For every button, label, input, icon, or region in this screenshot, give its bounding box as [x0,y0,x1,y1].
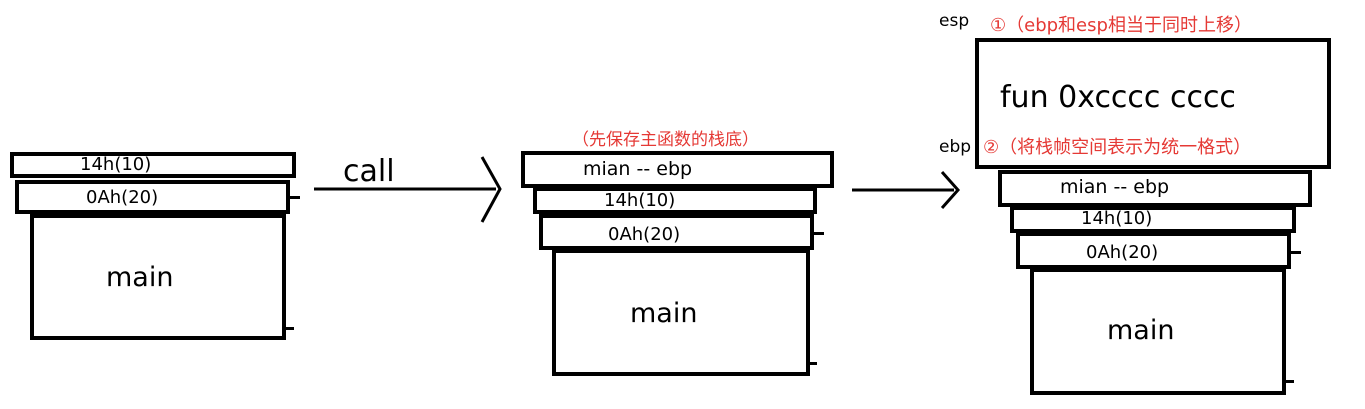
stack2-row-14h [533,187,817,214]
stack1-main-label: main [106,262,174,293]
stack2-main-frame [552,249,810,376]
fun-stack-frame [975,38,1331,169]
fun-frame-label: fun 0xcccc cccc [1000,80,1236,115]
stack2-note: （先保存主函数的栈底） [572,130,759,150]
stack3-row-0ah-tick [1287,251,1301,254]
stack3-note-1: ①（ebp和esp相当于同时上移） [990,15,1252,36]
stack3-main-tick [1284,380,1294,383]
stack2-row-0ah-tick [810,232,824,235]
stack1-row-14h [10,152,296,178]
stack2-row-0ah [539,214,814,250]
stack1-row-14h-label: 14h(10) [80,154,152,175]
stack3-main-label: main [1107,315,1175,346]
stack1-row-0ah-tick [288,196,300,199]
stack3-row-0ah-label: 0Ah(20) [1086,242,1159,263]
stack3-row-0ah [1016,232,1291,269]
stack3-row-14h [1010,206,1296,233]
esp-label: esp [939,11,970,31]
transition-arrow [852,171,961,209]
stack2-row-ebp-label: mian -- ebp [583,158,693,180]
call-arrow [314,156,502,223]
stack3-row-14h-label: 14h(10) [1081,208,1153,229]
stack2-row-ebp [521,151,834,188]
stack1-main-frame [30,214,286,340]
stack3-row-ebp-label: mian -- ebp [1060,176,1170,198]
stack3-row-ebp [998,170,1312,207]
stack1-row-0ah-label: 0Ah(20) [86,187,159,208]
stack3-main-frame [1030,268,1286,395]
stack2-main-label: main [630,298,698,329]
stack3-note-2: ②（将栈帧空间表示为统一格式） [983,137,1252,158]
stack1-row-0ah [15,180,290,214]
stack2-row-0ah-label: 0Ah(20) [608,224,681,245]
ebp-label: ebp [939,137,972,157]
stack2-row-14h-label: 14h(10) [604,190,676,211]
call-label: call [343,154,395,189]
stack1-main-tick [284,327,294,330]
stack2-main-tick [807,362,817,365]
